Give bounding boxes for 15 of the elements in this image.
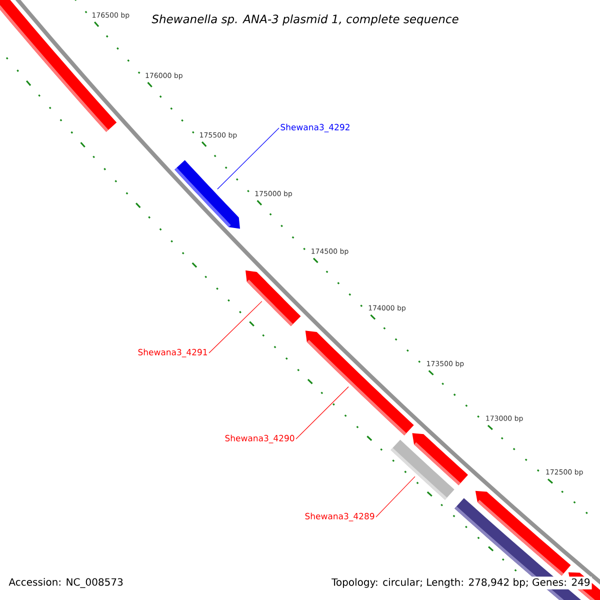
gene-feature xyxy=(174,160,240,229)
gene-label: Shewana3_4291 xyxy=(138,348,208,358)
leader-line xyxy=(376,476,416,518)
gene-feature xyxy=(390,440,454,500)
gene-label: Shewana3_4292 xyxy=(280,124,350,132)
footer-text: Accession: NC_008573 xyxy=(7,576,125,590)
gene-feature xyxy=(305,330,414,436)
leader-line xyxy=(208,301,262,354)
title: Shewanella sp. ANA-3 plasmid 1, complete sequence xyxy=(150,12,460,28)
gene-label: Shewana3_4290 xyxy=(225,434,294,444)
gene-feature xyxy=(246,270,301,326)
leader-line xyxy=(296,386,349,440)
footer-text: Topology: circular; Length: 278,942 bp; Genes: 249 xyxy=(330,576,592,590)
leader-line xyxy=(217,128,280,190)
gene-label: Shewana3_4289 xyxy=(305,512,374,522)
